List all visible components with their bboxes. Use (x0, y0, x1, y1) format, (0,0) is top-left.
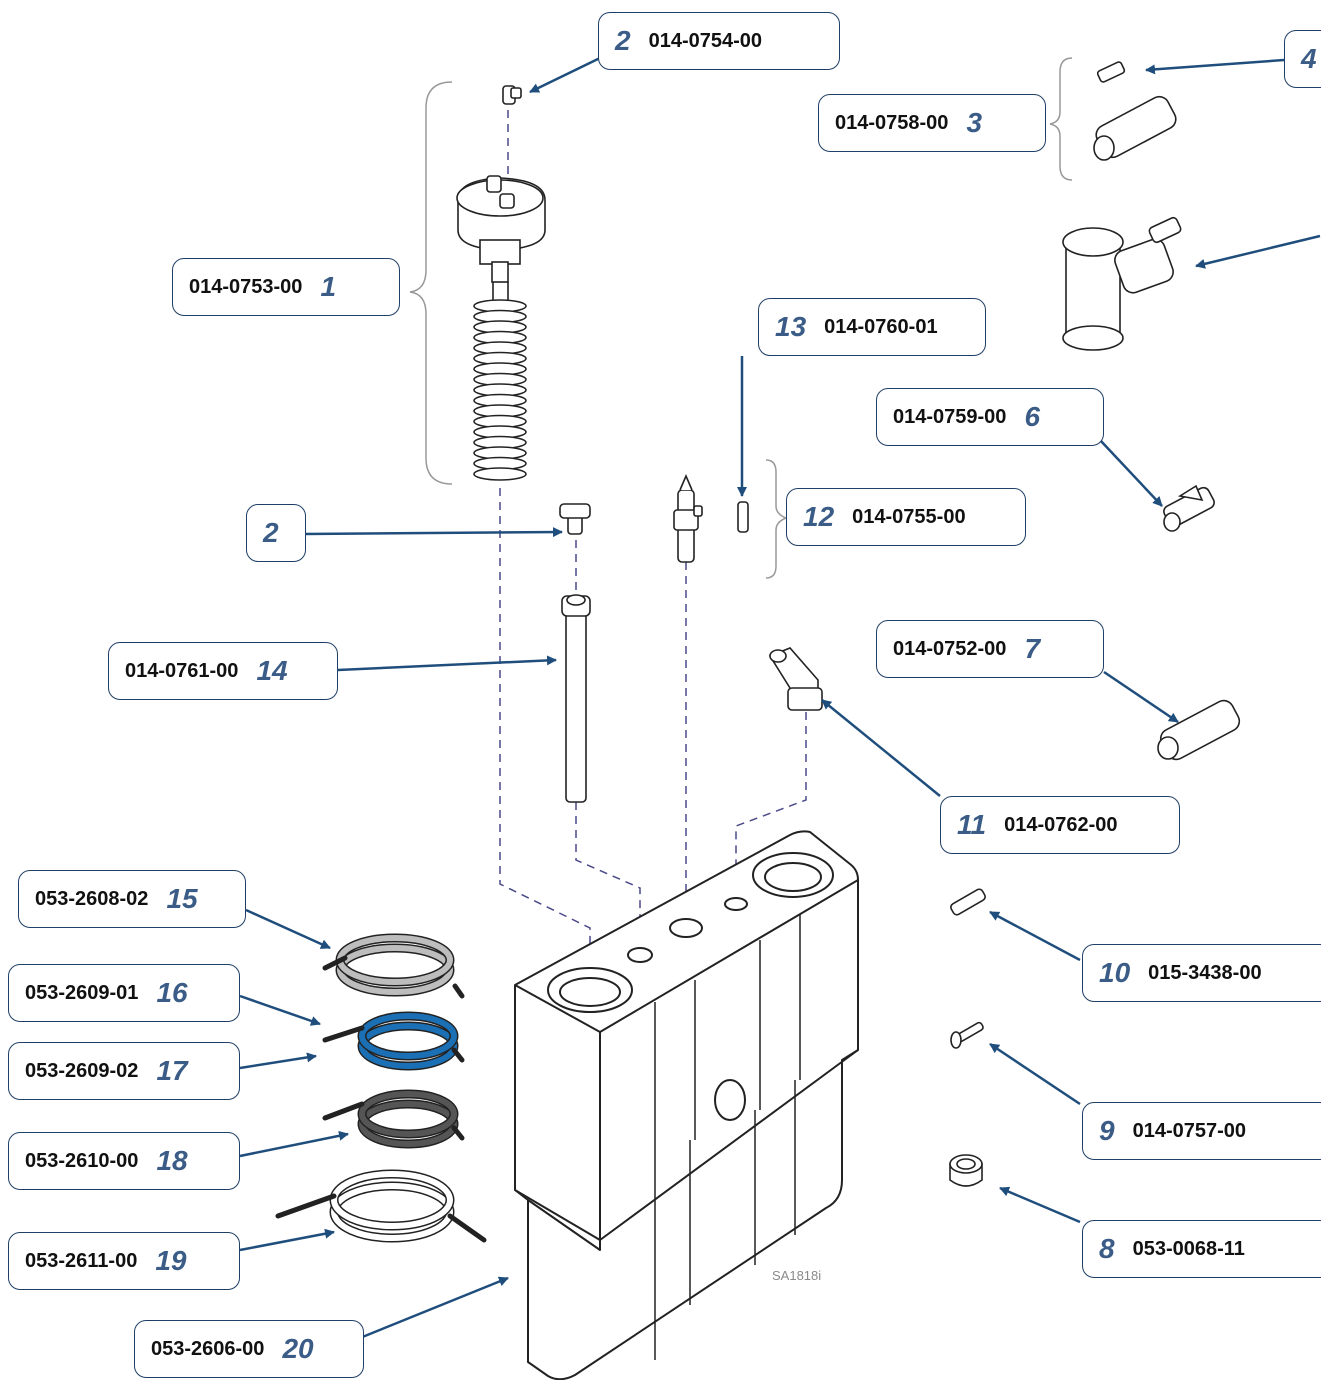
callout-part-6: 014-0759-00 6 (876, 388, 1104, 446)
callout-part-10: 10 015-3438-00 (1082, 944, 1321, 1002)
callout-part-20: 053-2606-00 20 (134, 1320, 364, 1378)
tube-coil-gray (322, 933, 465, 999)
tube-coil-white (275, 1169, 487, 1243)
part-number: 053-2611-00 (25, 1249, 138, 1272)
callout-number: 16 (156, 977, 188, 1008)
callout-number: 7 (1024, 633, 1041, 664)
bracket-part-1 (409, 81, 453, 485)
callout-part-12: 12 014-0755-00 (786, 488, 1026, 546)
tank-drawing (514, 830, 859, 1380)
callout-number: 13 (775, 311, 807, 342)
part-number: 053-2610-00 (25, 1149, 139, 1172)
callout-part-4: 4 (1284, 30, 1321, 88)
part-number: 053-2606-00 (151, 1337, 265, 1360)
callout-number: 17 (156, 1055, 188, 1086)
valve-stem-drawing (737, 501, 749, 533)
callout-part-18: 053-2610-00 18 (8, 1132, 240, 1190)
callout-number: 6 (1024, 401, 1041, 432)
plug-pin-drawing (950, 888, 986, 916)
callout-number: 15 (166, 883, 198, 914)
callout-part-1: 014-0753-00 1 (172, 258, 400, 316)
callout-part-9: 9 014-0757-00 (1082, 1102, 1321, 1160)
part-number: 014-0752-00 (893, 637, 1007, 660)
callout-part-14: 014-0761-00 14 (108, 642, 338, 700)
coil-ring (473, 467, 527, 481)
callout-number: 4 (1301, 43, 1317, 74)
callout-part-8: 8 053-0068-11 (1082, 1220, 1321, 1278)
part-number: 015-3438-00 (1148, 961, 1262, 984)
callout-part-7: 014-0752-00 7 (876, 620, 1104, 678)
part-number: 014-0762-00 (1004, 813, 1118, 836)
small-fitting-drawing (1096, 61, 1126, 83)
leader-arrows (239, 56, 1321, 1344)
callout-number: 11 (957, 809, 987, 840)
tube-coil-blue (322, 1011, 465, 1071)
ball-valve-drawing (1163, 484, 1215, 532)
dip-tube-drawing (561, 594, 591, 803)
callout-number: 3 (966, 107, 983, 138)
heater-coil-rings (473, 299, 527, 481)
tube-coil-dark (322, 1089, 465, 1149)
callout-number: 2 (615, 25, 631, 56)
part-number: 014-0760-01 (824, 315, 938, 338)
callout-number: 20 (282, 1333, 314, 1364)
part-number: 014-0753-00 (189, 275, 303, 298)
callout-number: 2 (263, 517, 279, 548)
callout-number: 18 (156, 1145, 188, 1176)
screw-drawing (950, 1021, 984, 1049)
callout-part-16: 053-2609-01 16 (8, 964, 240, 1022)
callout-number: 19 (155, 1245, 187, 1276)
heater-coil-drawing (456, 175, 546, 300)
part-number: 053-2609-01 (25, 981, 139, 1004)
inline-filter-top-drawing (1093, 95, 1177, 161)
callout-part-19: 053-2611-00 19 (8, 1232, 240, 1290)
callout-part-2-top: 2 014-0754-00 (598, 12, 840, 70)
callout-number: 1 (320, 271, 337, 302)
part-number: 014-0755-00 (852, 505, 966, 528)
drawing-id-watermark: SA1818i (772, 1268, 822, 1283)
tee-fitting-drawing (1062, 216, 1182, 351)
elbow-fitting-lower (559, 503, 591, 535)
bushing-drawing (949, 1154, 983, 1187)
sampling-valve-drawing (673, 473, 703, 563)
callout-part-15: 053-2608-02 15 (18, 870, 246, 928)
part-number: 014-0757-00 (1132, 1119, 1247, 1142)
callout-part-17: 053-2609-02 17 (8, 1042, 240, 1100)
callout-number: 12 (803, 501, 835, 532)
part-number: 014-0754-00 (648, 29, 763, 52)
callout-number: 10 (1099, 957, 1131, 988)
callout-number: 9 (1099, 1115, 1115, 1146)
elbow-fitting-top (502, 85, 522, 105)
callout-number: 8 (1099, 1233, 1115, 1264)
part-number: 014-0761-00 (125, 659, 239, 682)
callout-number: 14 (256, 655, 288, 686)
part-number: 053-2608-02 (35, 887, 149, 910)
bracket-part-12 (765, 459, 789, 579)
part-number: 014-0759-00 (893, 405, 1007, 428)
callout-part-3: 014-0758-00 3 (818, 94, 1046, 152)
callout-part-13: 13 014-0760-01 (758, 298, 986, 356)
bracket-part-3 (1049, 57, 1073, 181)
part-number: 053-2609-02 (25, 1059, 139, 1082)
inline-filter-drawing (1157, 699, 1241, 761)
part-number: 014-0758-00 (835, 111, 949, 134)
part-number: 053-0068-11 (1132, 1237, 1245, 1260)
callout-part-2-lower: 2 (246, 504, 306, 562)
barb-elbow-drawing (768, 647, 823, 711)
callout-part-11: 11 014-0762-00 (940, 796, 1180, 854)
